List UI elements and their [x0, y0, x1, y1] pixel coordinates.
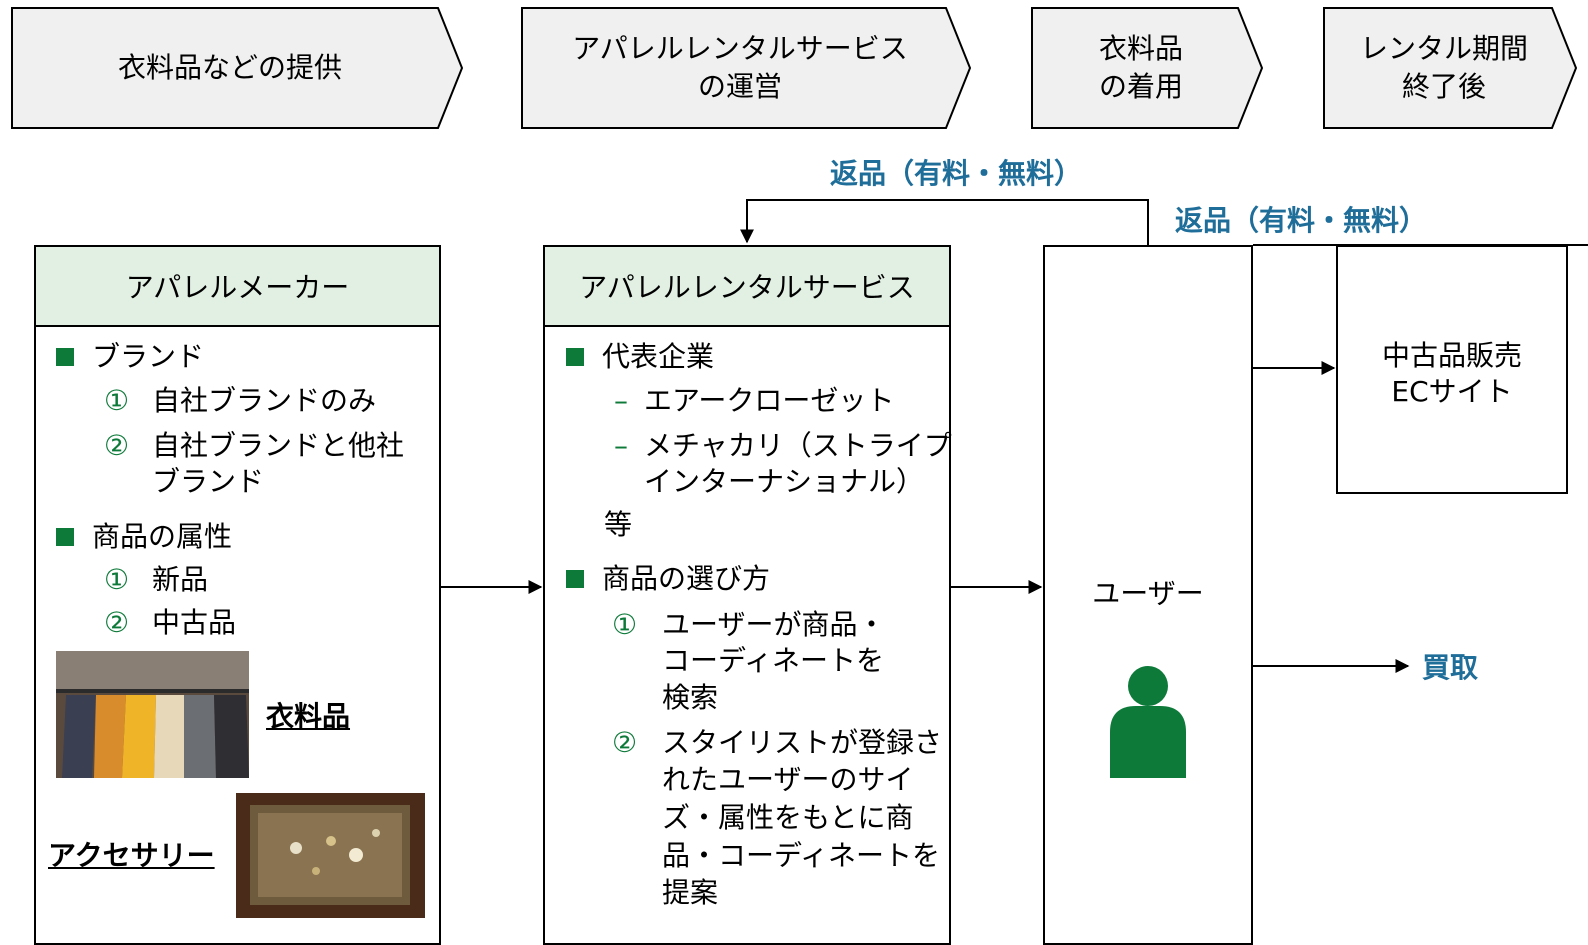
rental-box: アパレルレンタルサービス	[543, 245, 951, 945]
process-chevrons	[11, 7, 1578, 129]
company-1-text: エアークローゼット	[644, 384, 895, 417]
company-2-cont: インターナショナル）	[644, 465, 925, 498]
accessory-label: アクセサリー	[48, 839, 215, 872]
attr-item-2-num: ②	[104, 606, 130, 639]
rental-header: アパレルレンタルサービス	[545, 247, 949, 327]
brand-item-2-num: ②	[104, 429, 130, 462]
company-2-text: メチャカリ（ストライプ	[644, 429, 952, 462]
secondhand-ec-box	[1336, 245, 1568, 494]
etc-label: 等	[604, 508, 633, 541]
brand-item-2-cont: ブランド	[152, 465, 265, 498]
bullet-square-icon	[56, 528, 74, 546]
maker-header: アパレルメーカー	[36, 247, 439, 327]
select-item-1-line-3: 検索	[662, 681, 719, 714]
company-1-dash: –	[614, 384, 628, 417]
brand-item-1-num: ①	[104, 384, 130, 417]
clothing-label: 衣料品	[266, 700, 351, 733]
attr-item-1-text: 新品	[152, 563, 209, 596]
attr-item-1-num: ①	[104, 563, 130, 596]
chevron-label-wear: 衣料品 の着用	[1098, 32, 1183, 103]
chevron-after-rental	[1323, 7, 1578, 129]
return-label-top: 返品（有料・無料）	[830, 157, 1083, 190]
bullet-square-icon	[56, 348, 74, 366]
select-item-2-num: ②	[612, 726, 638, 759]
brand-label: ブランド	[92, 340, 205, 373]
attr-item-2-text: 中古品	[152, 606, 237, 639]
chevron-supply	[11, 7, 464, 129]
select-item-2-line-4: 品・コーディネートを	[662, 839, 941, 872]
select-item-1-line-2: コーディネートを	[662, 644, 885, 677]
chevron-label-operate: アパレルレンタルサービス の運営	[572, 32, 908, 103]
attr-label: 商品の属性	[92, 520, 233, 553]
select-item-2-line-1: スタイリストが登録さ	[662, 726, 943, 759]
brand-item-2-text: 自社ブランドと他社	[152, 429, 405, 462]
user-label: ユーザー	[1092, 577, 1204, 610]
select-item-2-line-2: れたユーザーのサイ	[662, 763, 914, 796]
clothing-photo	[56, 651, 249, 778]
select-item-2-line-5: 提案	[662, 876, 719, 909]
select-item-1-line-1: ユーザーが商品・	[662, 608, 886, 641]
bullet-square-icon	[566, 570, 584, 588]
chevron-label-after-rental: レンタル期間 終了後	[1359, 32, 1528, 103]
bullet-square-icon	[566, 348, 584, 366]
select-item-1-num: ①	[612, 608, 638, 641]
accessory-photo	[236, 793, 425, 918]
brand-item-1-text: 自社ブランドのみ	[152, 384, 377, 417]
chevron-wear	[1031, 7, 1264, 129]
select-item-2-line-3: ズ・属性をもとに商	[662, 801, 914, 834]
buyback-label: 買取	[1422, 651, 1479, 684]
select-label: 商品の選び方	[602, 562, 771, 595]
rep-label: 代表企業	[602, 340, 715, 373]
company-2-dash: –	[614, 429, 628, 462]
chevron-operate	[521, 7, 972, 129]
chevron-label-supply: 衣料品などの提供	[117, 51, 342, 84]
user-icon	[1110, 666, 1186, 778]
secondhand-ec-label: 中古品販売 ECサイト	[1381, 339, 1522, 408]
return-label-right: 返品（有料・無料）	[1175, 204, 1428, 237]
arrow-return-user-to-rental	[740, 199, 1149, 245]
